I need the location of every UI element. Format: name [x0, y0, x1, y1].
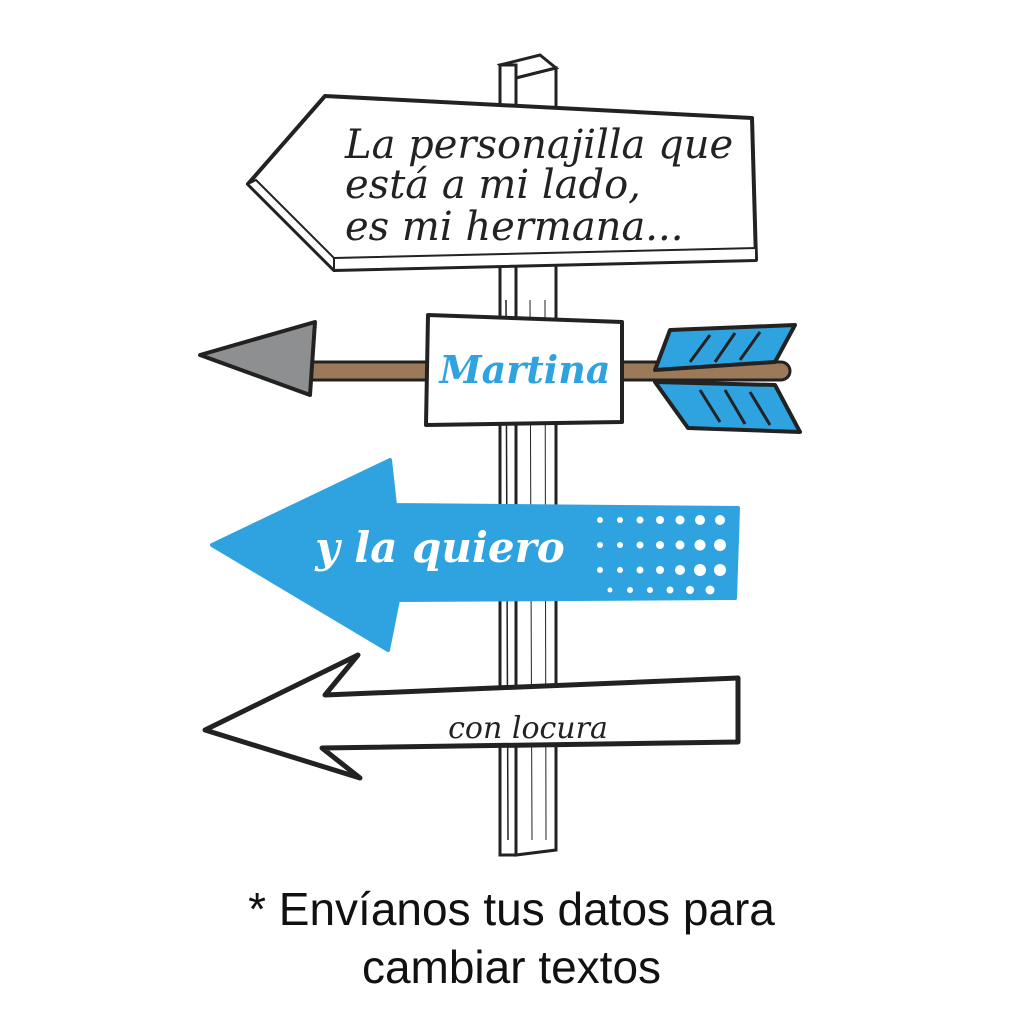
- bottom-arrow-sign: con locura: [202, 652, 741, 781]
- blue-arrow-sign: y la quiero: [210, 458, 740, 652]
- caption-line1: * Envíanos tus datos para: [248, 883, 775, 935]
- caption-line2: cambiar textos: [361, 941, 662, 993]
- caption: * Envíanos tus datos para cambiar textos: [0, 880, 1023, 996]
- top-sign-line1: La personajilla que: [344, 122, 733, 168]
- top-sign-line2: está a mi lado,: [345, 162, 641, 208]
- arrow-sign-label: Martina: [438, 347, 611, 392]
- top-direction-sign: La personajilla que está a mi lado, es m…: [246, 94, 758, 273]
- bottom-arrow-label: con locura: [448, 711, 608, 746]
- arrow-sign: Martina: [198, 313, 802, 434]
- blue-arrow-label: y la quiero: [314, 523, 565, 572]
- top-sign-line3: es mi hermana...: [345, 204, 683, 250]
